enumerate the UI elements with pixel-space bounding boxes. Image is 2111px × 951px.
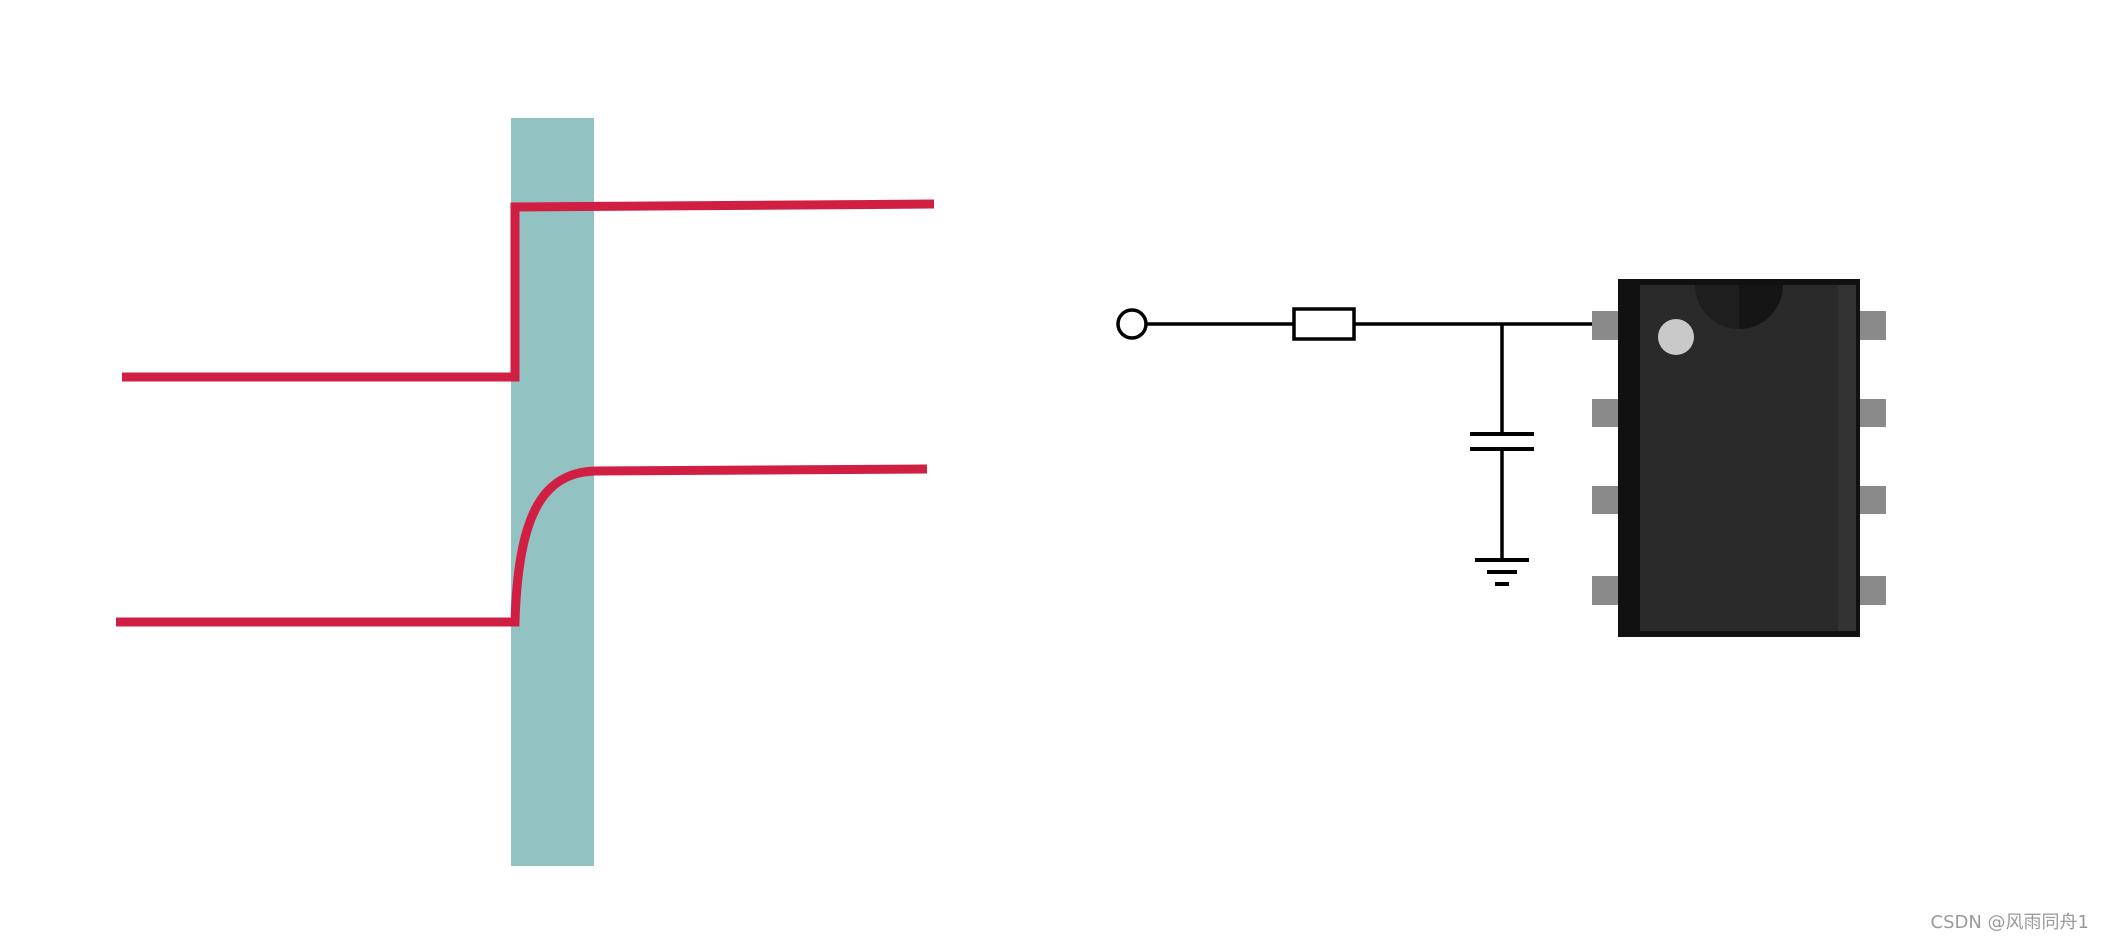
circle-terminal-icon — [1116, 308, 1148, 340]
ideal-step-waveform — [122, 199, 935, 382]
chip-notch-shadow — [1739, 285, 1783, 329]
resistor-icon — [1292, 307, 1356, 341]
chip-pin1-dot — [1658, 319, 1694, 355]
slow-rise-waveform — [116, 464, 928, 627]
rc-schematic — [1116, 307, 1592, 586]
chip-right-bevel — [1838, 285, 1856, 631]
dip8-chip-icon — [1592, 279, 1886, 637]
signal-edge-panel — [116, 118, 935, 866]
watermark: CSDN @风雨同舟1 — [1930, 912, 2090, 933]
ground-icon — [1475, 558, 1529, 586]
capacitor-icon — [1470, 432, 1534, 451]
